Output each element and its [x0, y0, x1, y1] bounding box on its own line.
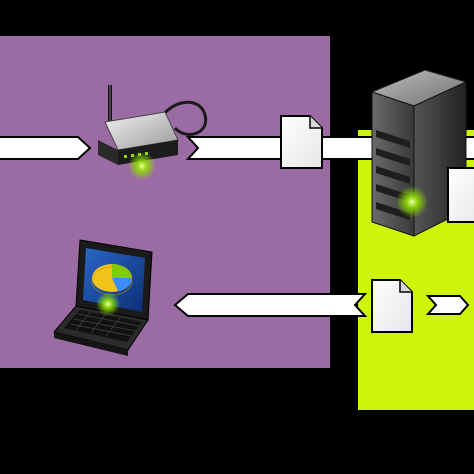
document-icon-top: [280, 115, 323, 169]
laptop-icon: [53, 239, 153, 356]
document-icon-bottom: [371, 279, 413, 333]
arrow-incoming-to-router: [0, 136, 92, 160]
arrow-router-to-server: [185, 136, 375, 160]
document-icon-right: [447, 167, 474, 223]
wireless-router-icon: [98, 85, 208, 180]
arrow-server-zone-outgoing: [425, 295, 470, 315]
local-network-zone: [0, 36, 330, 368]
arrow-server-to-laptop: [173, 293, 368, 317]
